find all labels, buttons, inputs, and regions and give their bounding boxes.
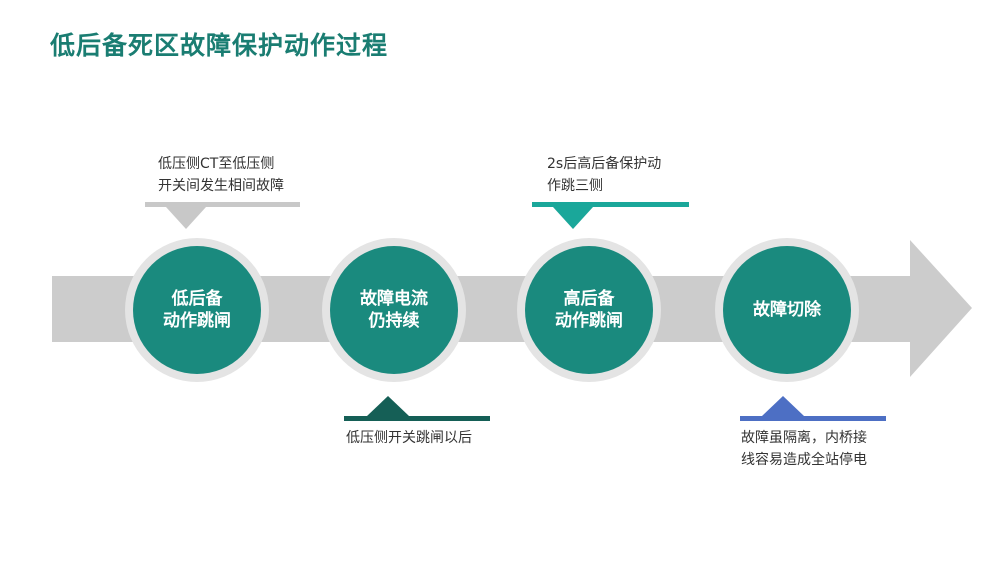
page-title: 低后备死区故障保护动作过程: [50, 31, 389, 60]
step-4-label: 故障切除: [723, 246, 851, 374]
callout-3-bar: [532, 202, 689, 207]
callout-2-bar: [344, 416, 490, 421]
callout-3-text: 2s后高后备保护动 作跳三侧: [547, 156, 662, 194]
step-1-label: 低后备 动作跳闸: [133, 246, 261, 374]
callout-3-pointer: [553, 207, 593, 229]
step-2: 故障电流 仍持续: [322, 238, 466, 382]
callout-4-bar: [740, 416, 886, 421]
step-4: 故障切除: [715, 238, 859, 382]
step-3-label: 高后备 动作跳闸: [525, 246, 653, 374]
callout-1-bar: [145, 202, 300, 207]
step-3: 高后备 动作跳闸: [517, 238, 661, 382]
callout-4-pointer: [762, 396, 804, 416]
callout-1-text: 低压侧CT至低压侧 开关间发生相间故障: [158, 156, 284, 194]
step-2-label: 故障电流 仍持续: [330, 246, 458, 374]
callout-4-text: 故障虽隔离，内桥接 线容易造成全站停电: [741, 430, 867, 468]
callout-2-text: 低压侧开关跳闸以后: [346, 430, 472, 446]
step-1: 低后备 动作跳闸: [125, 238, 269, 382]
callout-2-pointer: [367, 396, 409, 416]
callout-1-pointer: [166, 207, 206, 229]
